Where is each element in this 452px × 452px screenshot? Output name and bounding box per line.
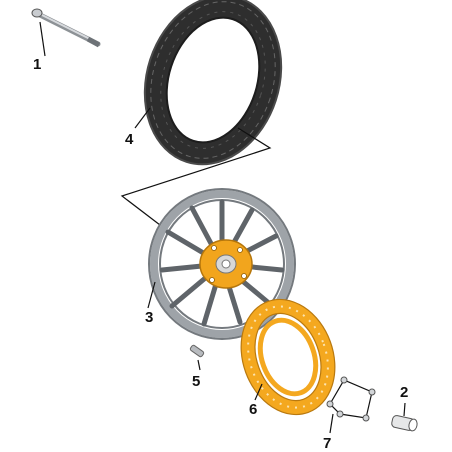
callout-7: 7 <box>323 435 332 452</box>
axle-part <box>31 8 101 57</box>
rim-leader <box>147 281 156 309</box>
spacer-part <box>391 402 418 432</box>
callout-2: 2 <box>400 384 409 401</box>
callout-3: 3 <box>145 309 154 326</box>
rim-part <box>148 188 296 340</box>
tire-part <box>143 0 283 166</box>
disc-leader <box>254 383 263 401</box>
valve-part <box>189 344 205 371</box>
callout-5: 5 <box>192 373 201 390</box>
callout-4: 4 <box>125 131 134 148</box>
brake-disc-part <box>240 298 336 416</box>
callout-1: 1 <box>33 56 42 73</box>
assembly-line <box>120 127 272 226</box>
tire-leader <box>134 107 151 129</box>
bolts-part <box>326 376 376 434</box>
callout-6: 6 <box>249 401 258 418</box>
